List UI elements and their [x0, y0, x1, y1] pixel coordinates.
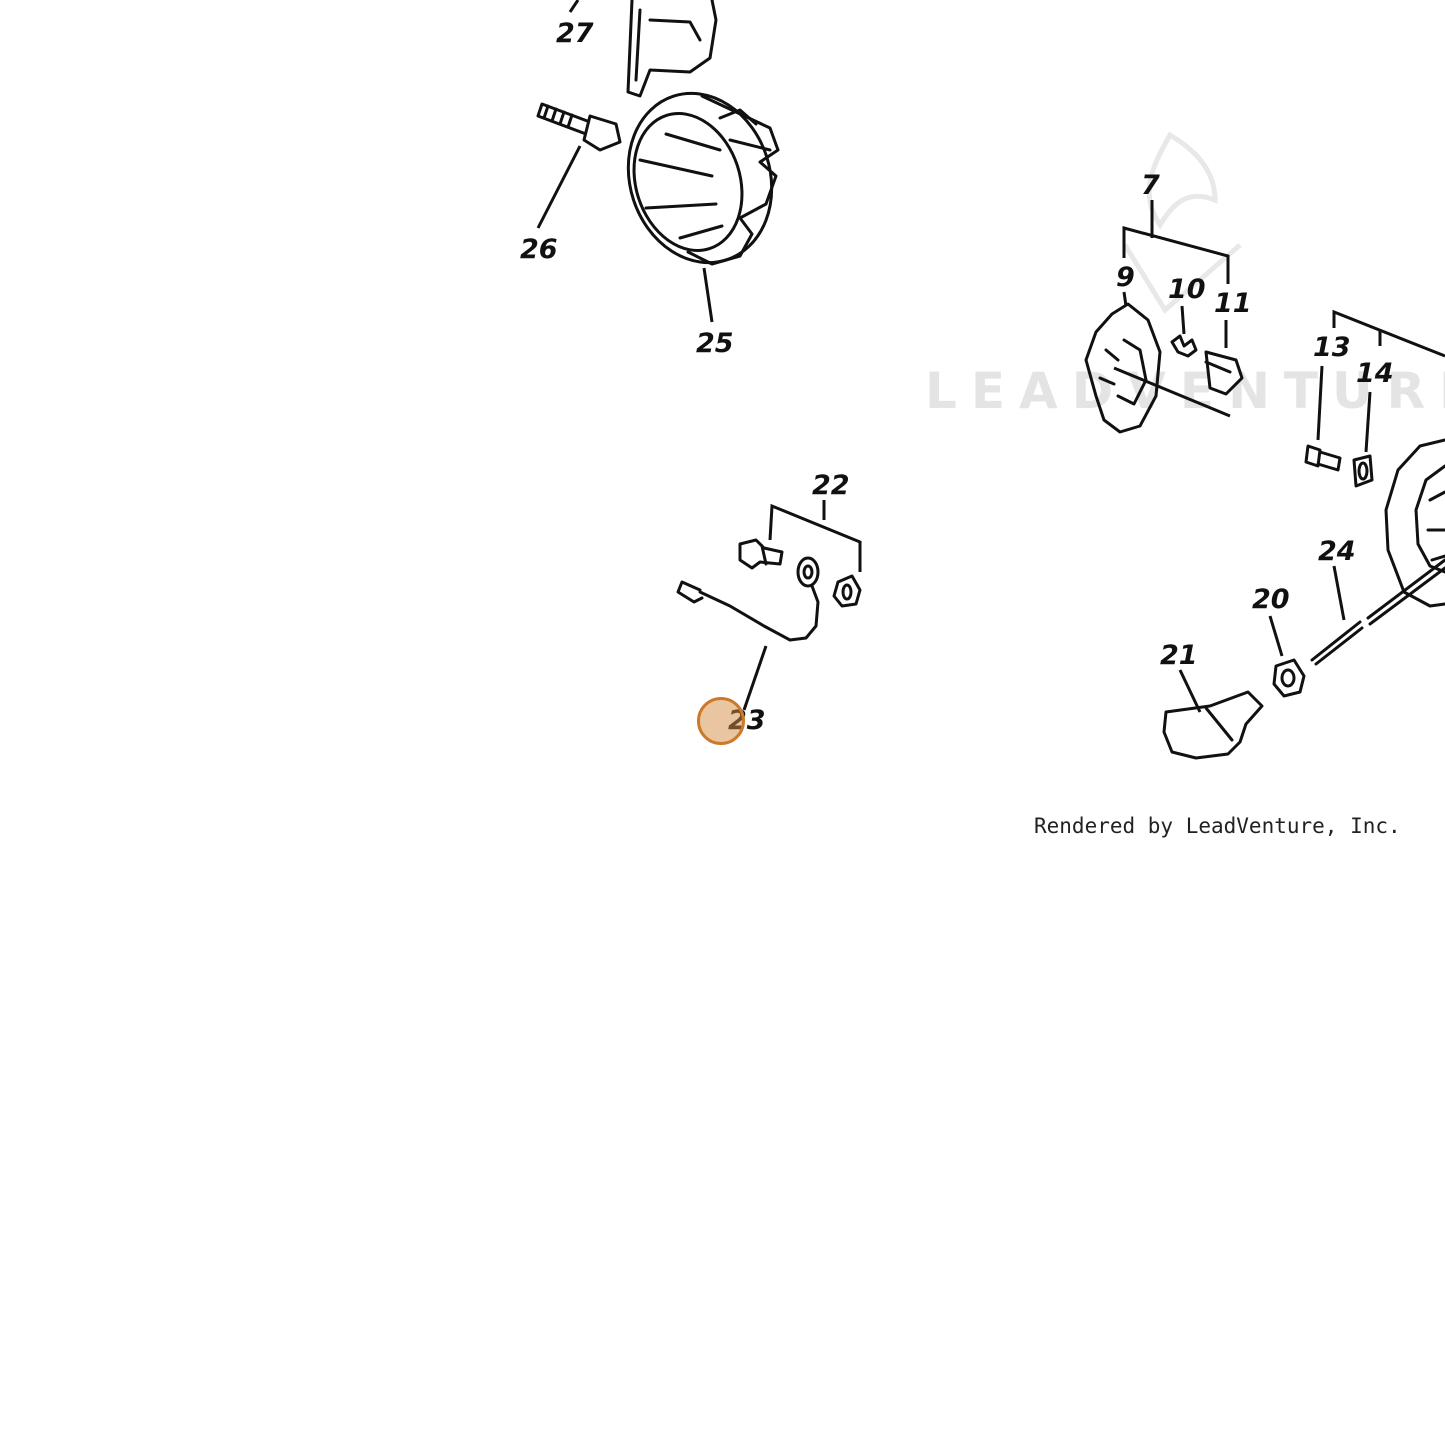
part-14-washer: [1352, 391, 1374, 488]
callout-27[interactable]: 27: [556, 18, 594, 49]
callout-20[interactable]: 24: [1318, 536, 1356, 567]
part-26-screw: [536, 102, 622, 229]
callout-24[interactable]: 22: [812, 470, 850, 501]
callout-9[interactable]: 9: [1116, 262, 1135, 293]
part-24-bracket: [768, 500, 862, 572]
callout-21[interactable]: 20: [1252, 584, 1290, 615]
watermark-v-icon: [1122, 243, 1242, 314]
callout-14[interactable]: 14: [1356, 358, 1394, 389]
watermark-flame-icon: [1146, 131, 1218, 230]
callout-7[interactable]: 7: [1141, 170, 1160, 201]
callout-11[interactable]: 11: [1214, 288, 1252, 319]
selected-callout-highlight[interactable]: [697, 697, 745, 745]
part-9-clutch: [1084, 291, 1231, 434]
part-25-flywheel: [626, 91, 780, 323]
watermark: LEADVENTURE: [925, 131, 1445, 420]
callout-10[interactable]: 10: [1168, 274, 1206, 305]
part-starter-pulley: [1384, 438, 1445, 608]
part-13-bolt: [1304, 365, 1342, 472]
part-23-ground-wire: [676, 556, 820, 711]
callout-22[interactable]: 21: [1160, 640, 1198, 671]
part-7-group-bracket: [1122, 200, 1230, 284]
part-11-roller: [1204, 320, 1244, 396]
part-20-rope: [1310, 558, 1445, 666]
part-13-14-bracket: [1332, 309, 1445, 358]
callout-13[interactable]: 13: [1313, 332, 1351, 363]
part-24-terminal: [738, 538, 784, 570]
render-credit: Rendered by LeadVenture, Inc.: [1034, 814, 1401, 838]
part-10-spring: [1170, 305, 1198, 358]
part-27-bracket: [568, 0, 718, 98]
part-24-nut: [832, 574, 862, 608]
callout-26[interactable]: 26: [520, 234, 558, 265]
part-21-nut: [1268, 615, 1306, 698]
callout-25[interactable]: 25: [696, 328, 734, 359]
part-22-handle: [1162, 669, 1264, 760]
watermark-text: LEADVENTURE: [925, 362, 1445, 420]
